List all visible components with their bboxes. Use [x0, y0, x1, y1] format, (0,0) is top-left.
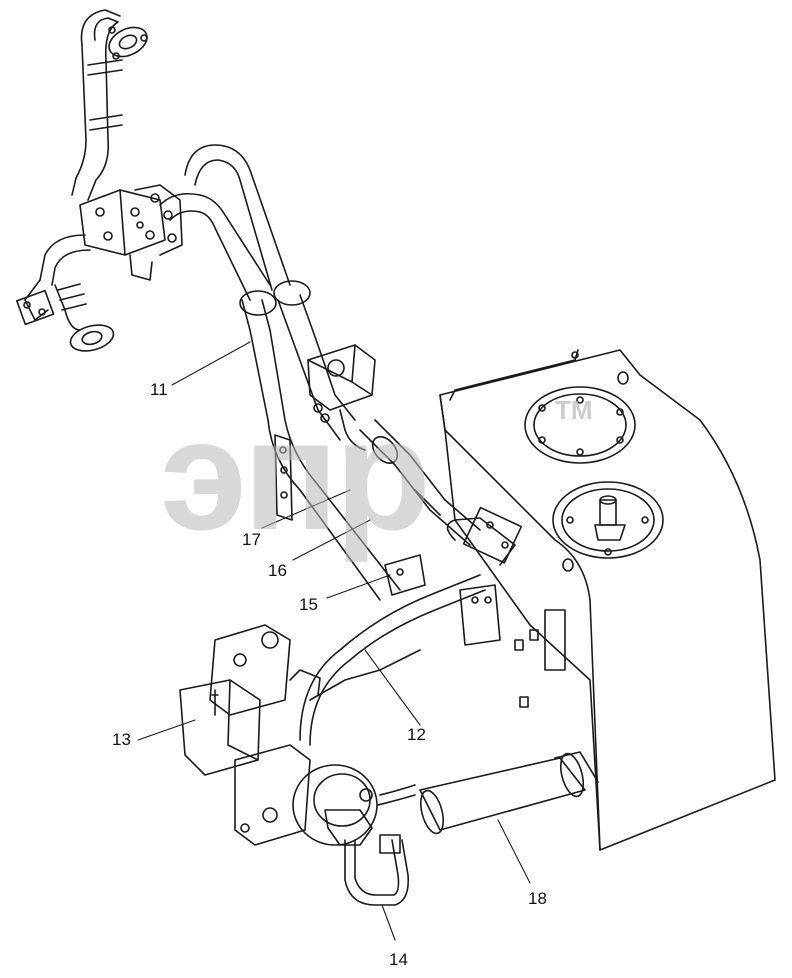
- hydraulic-tank: [439, 349, 776, 851]
- callout-11: 11: [150, 380, 168, 399]
- hose-to-pump: [359, 419, 481, 546]
- watermark-logo: эпр: [160, 387, 431, 563]
- tank-elbow: [446, 506, 523, 566]
- callout-15: 15: [299, 595, 318, 614]
- pump-unit: [179, 624, 311, 846]
- upper-elbow-pipe: [71, 9, 148, 201]
- valve-block: [307, 344, 376, 451]
- trademark-mark: TM: [555, 395, 593, 425]
- callout-14: 14: [389, 950, 408, 969]
- callout-18: 18: [528, 889, 547, 908]
- hose-18: [419, 751, 599, 835]
- hose-14: [344, 834, 410, 906]
- pump-head: [292, 764, 416, 846]
- twin-hoses-11: [159, 144, 401, 601]
- callout-12: 12: [407, 725, 426, 744]
- lower-left-pipe: [16, 234, 115, 352]
- bracket-17: [274, 434, 293, 521]
- callout-17: 17: [242, 530, 261, 549]
- clamp-15: [384, 554, 426, 596]
- callout-13: 13: [112, 730, 131, 749]
- leader-lines: [137, 341, 531, 941]
- upper-manifold-block: [79, 184, 183, 281]
- hose-12: [289, 574, 486, 746]
- callout-16: 16: [268, 561, 287, 580]
